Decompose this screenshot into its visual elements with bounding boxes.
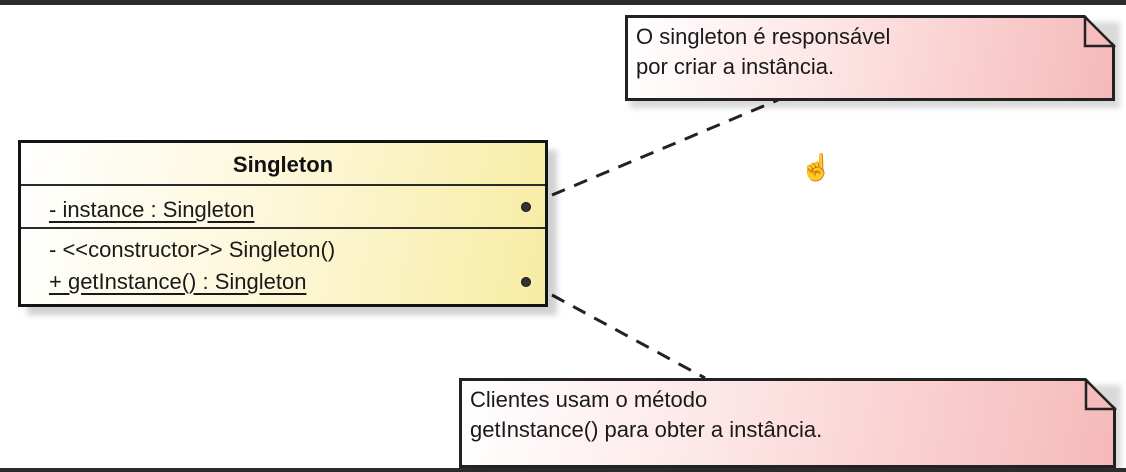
methods-compartment: - <<constructor>> Singleton() + getInsta… xyxy=(21,229,545,304)
note-text-line: Clientes usam o método xyxy=(470,387,708,412)
note-text-line: O singleton é responsável xyxy=(636,24,891,49)
note-clients-usage[interactable]: Clientes usam o método getInstance() par… xyxy=(459,378,1116,468)
method-getinstance[interactable]: + getInstance() : Singleton xyxy=(49,269,307,294)
note-fold-corner xyxy=(1083,15,1116,48)
top-frame-bar xyxy=(0,0,1126,5)
note-fold-corner xyxy=(1084,378,1117,411)
note-singleton-responsibility[interactable]: O singleton é responsável por criar a in… xyxy=(625,15,1115,101)
hand-pointer-icon: ☝ xyxy=(800,152,833,182)
method-constructor[interactable]: - <<constructor>> Singleton() xyxy=(49,237,336,262)
attributes-compartment: - instance : Singleton xyxy=(21,186,545,229)
class-name: Singleton xyxy=(21,143,545,186)
uml-class-singleton[interactable]: Singleton - instance : Singleton - <<con… xyxy=(18,140,548,307)
note1-connector xyxy=(551,98,779,197)
note2-connector xyxy=(551,293,706,380)
note-text-line: por criar a instância. xyxy=(636,54,835,79)
bottom-frame-bar xyxy=(0,468,1126,472)
note-text-line: getInstance() para obter a instância. xyxy=(470,417,823,442)
note-anchor-dot xyxy=(521,202,531,212)
attribute-instance[interactable]: - instance : Singleton xyxy=(49,197,255,222)
note-anchor-dot xyxy=(521,277,531,287)
